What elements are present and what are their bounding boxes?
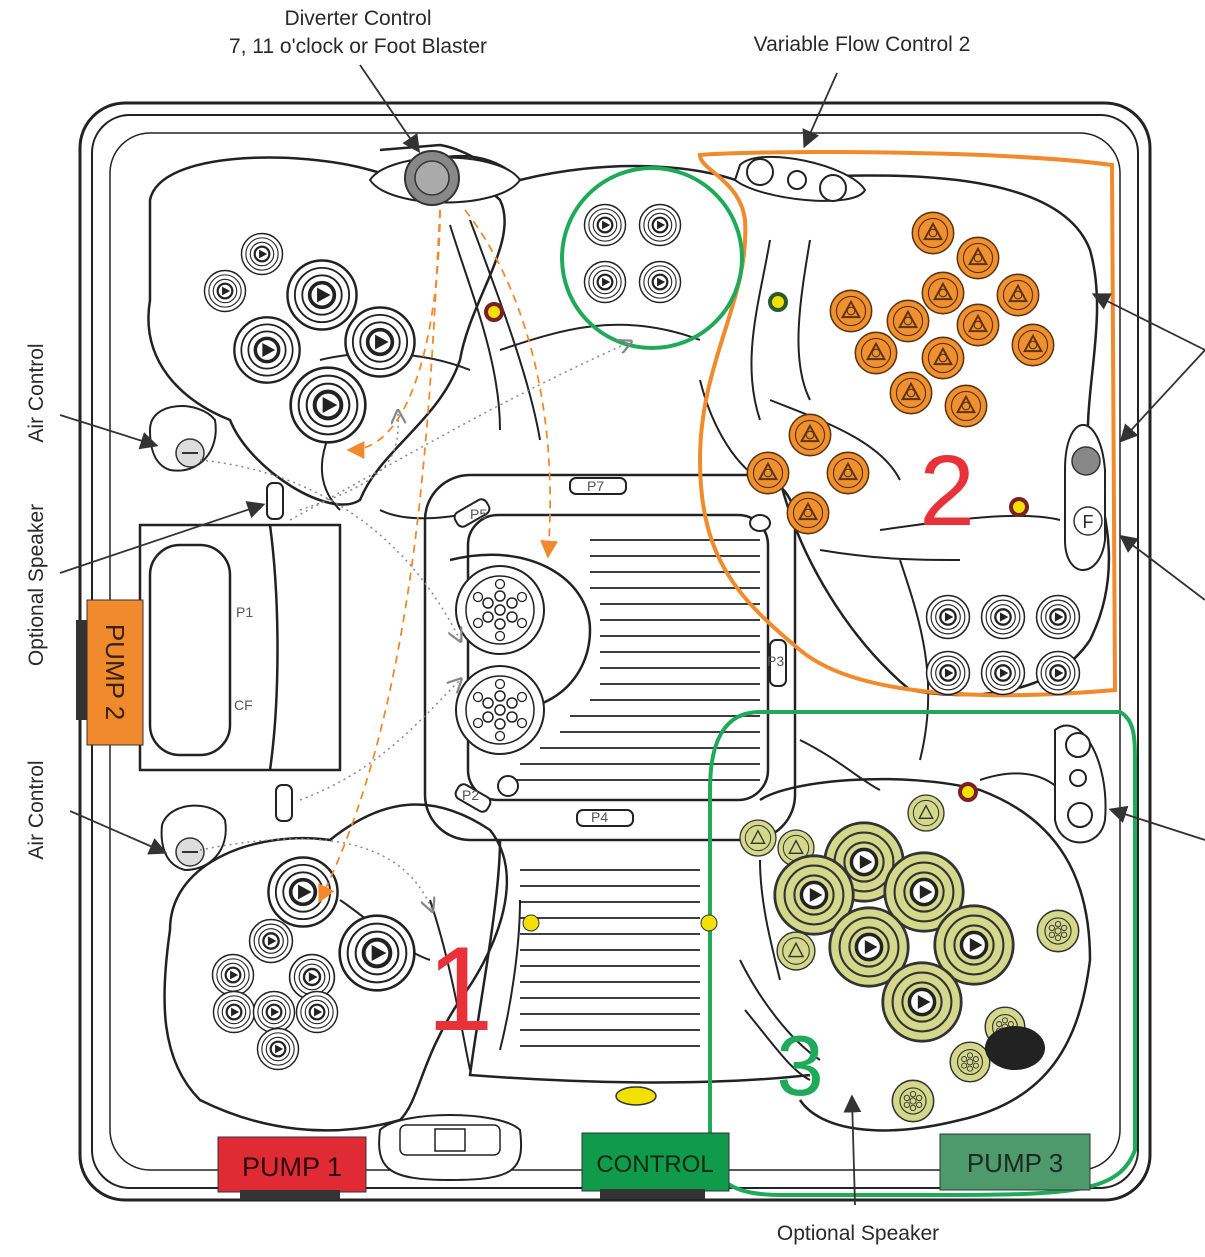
jet-icon: [252, 990, 296, 1034]
svg-text:P2: P2: [462, 787, 479, 803]
jet-icon: [232, 315, 302, 385]
control-box: CONTROL: [581, 1132, 730, 1199]
jet-icon: [921, 336, 965, 380]
jet-icon: [925, 594, 971, 640]
jet-icon: [956, 303, 1000, 347]
pump-3-box: PUMP 3: [939, 1133, 1091, 1191]
svg-text:P1: P1: [236, 604, 253, 620]
jet-icon: [240, 232, 284, 276]
jet-icon: [911, 211, 955, 255]
svg-text:CF: CF: [234, 697, 253, 713]
jet-icon: [203, 269, 247, 313]
jet-icon: [288, 365, 368, 445]
diverter-flow-arrows: [318, 209, 559, 904]
zone-3-green-jets: [739, 794, 1080, 1123]
diverter-control-knob[interactable]: [368, 150, 522, 206]
jet-icon: [980, 650, 1026, 696]
jet-icon: [921, 271, 965, 315]
jet-icon: [907, 794, 945, 832]
jet-icon: [583, 203, 627, 247]
jet-icon: [788, 413, 832, 457]
jet-icon: [1036, 909, 1080, 953]
jet-icon: [285, 258, 359, 332]
jet-icon: [786, 491, 830, 535]
optional-speaker-label-bottom: Optional Speaker: [777, 1222, 939, 1245]
jet-icon: [1011, 323, 1055, 367]
callout-arrows: [59, 64, 1205, 1206]
pump-2-box: PUMP 2: [76, 599, 144, 746]
variable-flow-control-3[interactable]: [1054, 724, 1107, 844]
svg-text:PUMP 2: PUMP 2: [100, 624, 130, 720]
jet-icon: [583, 260, 627, 304]
speaker-grille-icon: [985, 1026, 1045, 1070]
jet-icon: [944, 384, 988, 428]
jet-icon: [295, 990, 339, 1034]
foot-jet-icon: [455, 665, 545, 755]
jet-icon: [891, 1079, 935, 1123]
zone-2-number: 2: [919, 435, 975, 547]
diverter-control-sublabel: 7, 11 o'clock or Foot Blaster: [229, 35, 487, 58]
jet-icon: [739, 819, 777, 857]
pump-1-box: PUMP 1: [217, 1136, 367, 1200]
side-control-knob-right[interactable]: F: [1064, 424, 1106, 571]
jet-icon: [949, 1041, 991, 1083]
jet-icon: [638, 260, 682, 304]
jet-icon: [256, 1027, 300, 1071]
svg-text:CONTROL: CONTROL: [596, 1151, 713, 1178]
seat-marker-labels: P1 CF P7 P5 P3 P4 P2: [234, 478, 784, 825]
jet-icon: [638, 203, 682, 247]
air-control-knob-top[interactable]: [148, 405, 217, 472]
diverter-control-label: Diverter Control: [284, 7, 431, 30]
zone-3-outline: [708, 710, 1137, 1197]
jet-icon: [776, 931, 816, 971]
air-flow-arrows: [199, 342, 630, 910]
jet-icon: [886, 299, 930, 343]
jet-icon: [956, 236, 1000, 280]
jet-icon: [1035, 650, 1081, 696]
svg-text:PUMP 1: PUMP 1: [242, 1152, 342, 1182]
jet-icon: [881, 961, 963, 1043]
jet-icon: [854, 331, 898, 375]
jet-icon: [337, 913, 417, 993]
svg-text:P3: P3: [767, 653, 784, 669]
pillow-markers: [266, 477, 787, 827]
jet-icon: [266, 855, 340, 929]
jet-icon: [343, 305, 417, 379]
svg-text:PUMP 3: PUMP 3: [967, 1148, 1063, 1178]
floor-stripes: [500, 539, 760, 1047]
control-panel-keypad[interactable]: [378, 1114, 522, 1182]
zone-1-number: 1: [427, 922, 494, 1056]
jet-icon: [211, 953, 255, 997]
svg-text:P5: P5: [470, 506, 487, 522]
jet-icon: [746, 451, 790, 495]
svg-text:P7: P7: [587, 478, 604, 494]
jet-icon: [925, 650, 971, 696]
foot-jet-icon: [455, 565, 545, 655]
jet-icon: [1035, 594, 1081, 640]
jet-icon: [826, 451, 870, 495]
zone-hand-jets-outline: [560, 166, 744, 350]
zone-3-number: 3: [776, 1019, 823, 1114]
air-control-label-bottom: Air Control: [25, 760, 48, 859]
jet-icon: [248, 918, 294, 964]
air-control-knob-bottom[interactable]: [160, 804, 227, 872]
jet-icon: [212, 990, 256, 1034]
jet-icon: [980, 594, 1026, 640]
f-label: F: [1083, 512, 1094, 532]
svg-text:P4: P4: [591, 809, 608, 825]
jet-icon: [996, 273, 1040, 317]
indicator-lights: [484, 292, 1029, 1106]
optional-speaker-label-left: Optional Speaker: [25, 504, 48, 666]
jet-icon: [889, 371, 933, 415]
variable-flow-control-2[interactable]: [733, 155, 867, 202]
air-control-label-top: Air Control: [25, 343, 48, 442]
jet-icon: [829, 289, 873, 333]
variable-flow-control-label: Variable Flow Control 2: [754, 33, 971, 56]
